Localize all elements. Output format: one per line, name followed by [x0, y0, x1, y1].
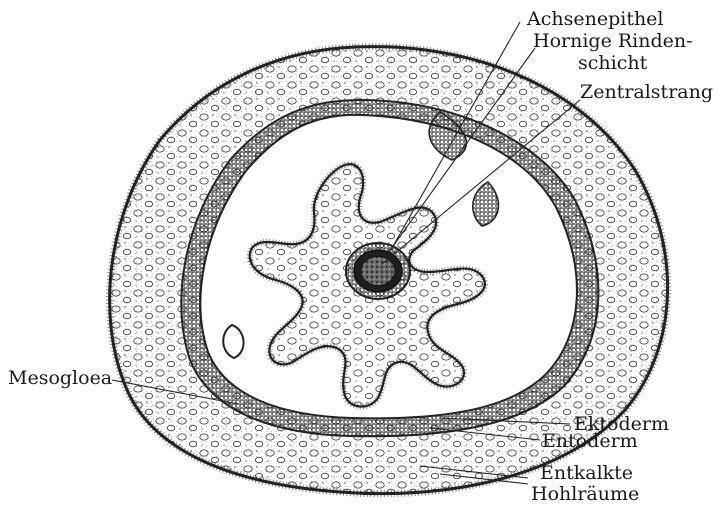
- central-strand: [361, 257, 395, 286]
- label-entoderm: Entoderm: [542, 431, 638, 451]
- label-hohlraeume: Hohlräume: [531, 484, 639, 504]
- label-achsenepithel: Achsenepithel: [527, 9, 664, 29]
- label-zentralstrang: Zentralstrang: [580, 82, 713, 102]
- label-mesogloea: Mesogloea: [8, 368, 112, 388]
- label-schicht: schicht: [578, 53, 647, 73]
- label-entkalkte: Entkalkte: [540, 463, 633, 483]
- label-hornige-rinden: Hornige Rinden-: [533, 31, 693, 51]
